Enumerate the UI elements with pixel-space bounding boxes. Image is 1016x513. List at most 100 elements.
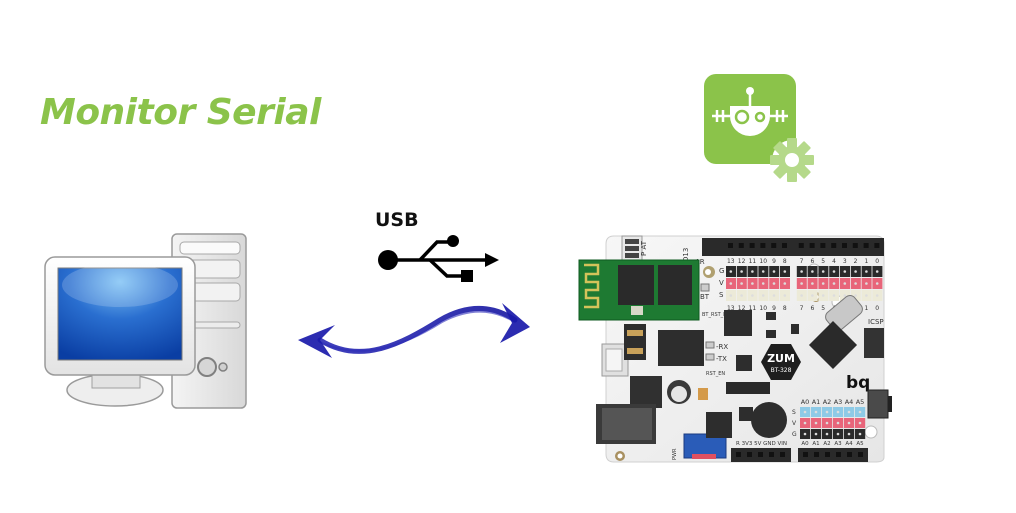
pin-number-label: 9	[772, 258, 776, 265]
buzzer	[751, 402, 787, 438]
pin-number-label: 3	[843, 258, 847, 265]
header-pin	[825, 452, 830, 457]
bq-logo: bq	[846, 373, 870, 393]
analog-pin-label: A0	[801, 398, 810, 406]
pin-number-label: 8	[783, 305, 787, 312]
header-pin	[820, 243, 826, 248]
page-title: Monitor Serial	[40, 92, 321, 133]
analog-row-label: S	[792, 409, 796, 416]
analog-pin-label: A4	[845, 398, 854, 406]
usb-label: USB	[375, 209, 419, 231]
arrow-head-right	[500, 303, 530, 343]
svg-text:ZUM: ZUM	[767, 352, 795, 365]
header-pin	[858, 452, 863, 457]
header-pin	[782, 243, 787, 248]
tx-label: -TX	[716, 355, 727, 363]
header-pin	[874, 243, 880, 248]
bt-label: BT	[700, 293, 710, 301]
bidirectional-arrow-icon	[298, 303, 530, 358]
v-row-label: V	[719, 279, 724, 287]
pwr-label: PWR	[672, 448, 678, 460]
p-at-label: P AT	[640, 240, 648, 256]
analog-pin-label: A3	[834, 398, 843, 406]
header-pin	[847, 452, 852, 457]
analog-pin-label: A1	[812, 398, 821, 406]
pin-number-label: 11	[749, 258, 757, 265]
analog-pin-label: A5	[856, 441, 864, 447]
rx-label: -RX	[716, 343, 728, 351]
pin-number-label: 8	[783, 258, 787, 265]
microcontroller-chip	[808, 320, 858, 370]
arrow-head-left	[298, 325, 335, 358]
ar-label: AR	[695, 258, 705, 266]
header-pin	[803, 452, 808, 457]
analog-row-label: V	[792, 420, 797, 427]
svg-text:BT-328: BT-328	[771, 367, 792, 374]
pin-number-label: 7	[800, 305, 804, 312]
pin-number-label: 13	[727, 258, 735, 265]
monitor	[44, 256, 196, 376]
pin-number-label: 0	[875, 258, 879, 265]
bluetooth-module	[578, 259, 700, 321]
analog-pin-label: A3	[834, 441, 842, 447]
header-pin	[814, 452, 819, 457]
pin-number-label: 12	[738, 258, 746, 265]
pin-number-label: 5	[821, 305, 825, 312]
pin-number-label: 6	[810, 258, 814, 265]
header-pin	[760, 243, 766, 248]
pin-number-label: 0	[875, 305, 879, 312]
pin-number-label: 6	[810, 305, 814, 312]
pin-number-label: 13	[727, 305, 735, 312]
analog-pin-label: A1	[812, 441, 819, 447]
rst-en-label: RST_EN	[706, 371, 725, 377]
header-pin	[842, 243, 847, 248]
icsp-header	[864, 328, 884, 358]
bottom-headers: R 3V3 5V GND VIN	[731, 441, 868, 462]
zum-logo: ZUM BT-328	[761, 344, 801, 380]
pin-number-label: 5	[821, 258, 825, 265]
header-pin	[758, 452, 763, 457]
g-row-label: G	[719, 267, 724, 275]
desktop-computer-icon	[44, 233, 247, 409]
header-pin	[769, 452, 774, 457]
analog-pin-label: A4	[845, 441, 853, 447]
d13-label: D13	[682, 248, 690, 262]
digital-pin-rows: 131312121111101099887766554433221100	[726, 258, 883, 312]
header-pin	[728, 243, 733, 248]
usb-icon	[378, 235, 499, 282]
bt-rst-en-label: BT_RST_EN	[702, 312, 730, 318]
s-row-label: S	[719, 291, 724, 299]
icsp-label: ICSP	[868, 318, 884, 326]
pin-number-label: 4	[832, 258, 836, 265]
header-pin	[736, 452, 741, 457]
header-pin	[863, 243, 869, 248]
power-button-icon	[197, 357, 217, 377]
analog-pin-label: A5	[856, 398, 865, 406]
analog-row-label: G	[792, 431, 797, 438]
header-pin	[836, 452, 841, 457]
reset-button	[867, 389, 889, 419]
analog-pin-label: A2	[823, 441, 830, 447]
monitor-screen	[57, 267, 183, 361]
pin-number-label: 11	[749, 305, 757, 312]
analog-pin-label: A2	[823, 398, 832, 406]
digital-header-top	[702, 238, 884, 256]
robot-gear-icon	[704, 74, 814, 182]
header-pin	[749, 243, 755, 248]
pin-number-label: 10	[759, 258, 767, 265]
header-pin	[771, 243, 777, 248]
analog-pin-label: A0	[801, 441, 809, 447]
header-pin	[747, 452, 752, 457]
pin-number-label: 9	[772, 305, 776, 312]
header-pin	[798, 243, 804, 248]
pin-number-label: 1	[864, 258, 868, 265]
power-pins-label: R 3V3 5V GND VIN	[736, 441, 787, 447]
header-pin	[852, 243, 858, 248]
gear-icon	[770, 138, 814, 182]
pin-number-label: 2	[854, 258, 858, 265]
zum-bt-328-board: P AT D13 1313121211111010998877665544332…	[578, 235, 892, 463]
pin-number-label: 7	[800, 258, 804, 265]
header-pin	[831, 243, 837, 248]
pin-number-label: 10	[759, 305, 767, 312]
